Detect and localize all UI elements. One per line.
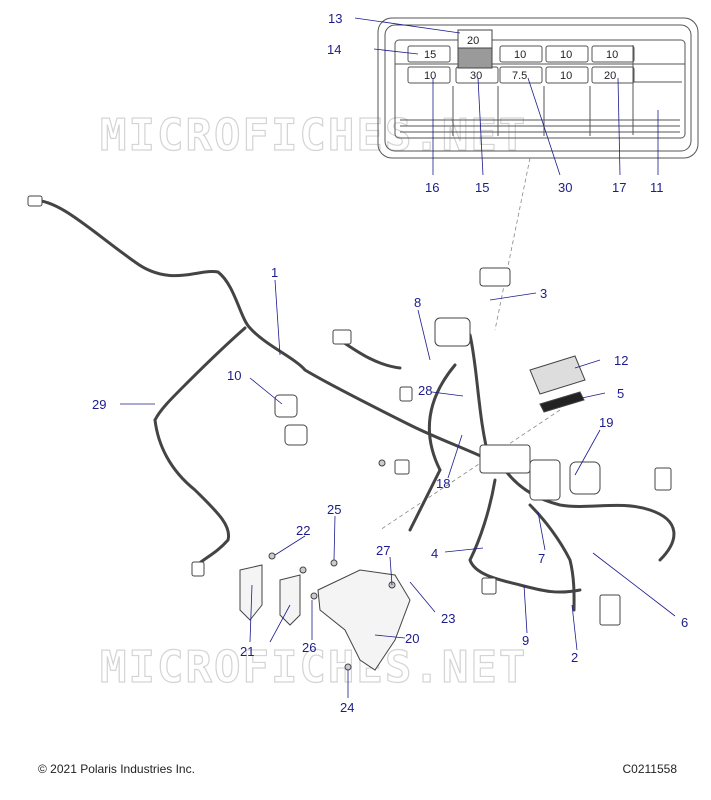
callout-27: 27 bbox=[376, 543, 390, 558]
fuse-rating: 20 bbox=[604, 70, 616, 82]
leader-lines bbox=[120, 17, 676, 698]
callout-24: 24 bbox=[340, 700, 354, 715]
figure-code: C0211558 bbox=[622, 762, 678, 776]
fuse-rating: 30 bbox=[470, 70, 482, 82]
callout-14: 14 bbox=[327, 42, 341, 57]
callout-6: 6 bbox=[681, 615, 688, 630]
watermark-top: MICROFICHES.NET bbox=[100, 110, 527, 161]
copyright-notice: © 2021 Polaris Industries Inc. bbox=[38, 762, 195, 776]
harness-details bbox=[27, 195, 672, 626]
fuse-ratings: 15 10 10 10 10 30 7.5 10 20 20 bbox=[424, 35, 618, 82]
callout-12: 12 bbox=[614, 353, 628, 368]
fuse-rating-raised: 20 bbox=[467, 35, 479, 47]
callout-15: 15 bbox=[475, 180, 489, 195]
callout-9: 9 bbox=[522, 633, 529, 648]
callout-28: 28 bbox=[418, 383, 432, 398]
callout-30: 30 bbox=[558, 180, 572, 195]
watermark-bottom: MICROFICHES.NET bbox=[100, 642, 527, 693]
callout-8: 8 bbox=[414, 295, 421, 310]
callout-1: 1 bbox=[271, 265, 278, 280]
fasteners bbox=[268, 459, 396, 671]
callout-17: 17 bbox=[612, 180, 626, 195]
fuse-box-detail bbox=[377, 17, 699, 159]
callout-23: 23 bbox=[441, 611, 455, 626]
relay-component bbox=[529, 355, 586, 413]
callouts: 13 14 16 15 30 17 11 1 3 8 12 10 5 28 29… bbox=[92, 11, 688, 715]
callout-20: 20 bbox=[405, 631, 419, 646]
brackets bbox=[239, 564, 411, 671]
fuse-rating: 10 bbox=[560, 49, 572, 61]
callout-22: 22 bbox=[296, 523, 310, 538]
callout-3: 3 bbox=[540, 286, 547, 301]
callout-29: 29 bbox=[92, 397, 106, 412]
callout-19: 19 bbox=[599, 415, 613, 430]
fuse-rating: 7.5 bbox=[512, 70, 527, 82]
callout-7: 7 bbox=[538, 551, 545, 566]
projection-lines bbox=[379, 157, 561, 531]
fuse-rating: 15 bbox=[424, 49, 436, 61]
callout-25: 25 bbox=[327, 502, 341, 517]
fuse-rating: 10 bbox=[560, 70, 572, 82]
callout-18: 18 bbox=[436, 476, 450, 491]
callout-26: 26 bbox=[302, 640, 316, 655]
callout-21: 21 bbox=[240, 644, 254, 659]
callout-4: 4 bbox=[431, 546, 438, 561]
callout-5: 5 bbox=[617, 386, 624, 401]
fuse-rating: 10 bbox=[424, 70, 436, 82]
callout-16: 16 bbox=[425, 180, 439, 195]
main-harness bbox=[31, 198, 676, 612]
callout-2: 2 bbox=[571, 650, 578, 665]
callout-11: 11 bbox=[650, 180, 664, 195]
callout-10: 10 bbox=[227, 368, 241, 383]
callout-13: 13 bbox=[328, 11, 342, 26]
fuse-rating: 10 bbox=[514, 49, 526, 61]
fuse-rating: 10 bbox=[606, 49, 618, 61]
